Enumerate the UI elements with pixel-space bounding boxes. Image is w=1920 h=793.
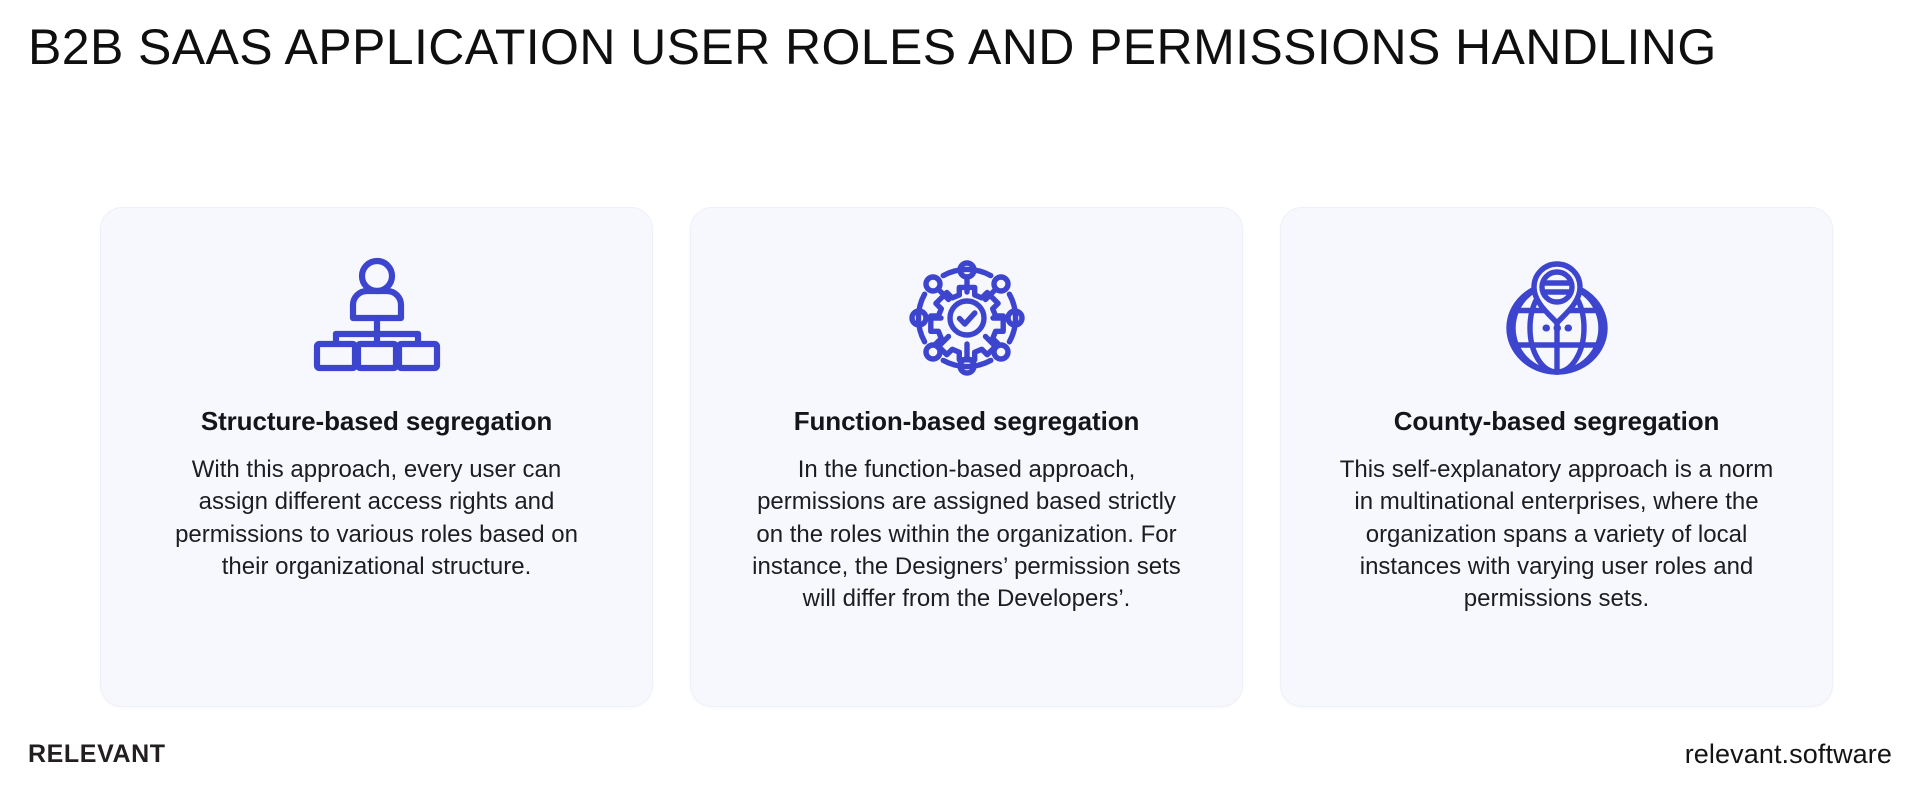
card-title: County-based segregation	[1393, 406, 1720, 436]
card-body: In the function-based approach, permissi…	[752, 456, 1181, 612]
card-title: Structure-based segregation	[200, 406, 553, 436]
card-body: This self-explanatory approach is a norm…	[1339, 456, 1774, 612]
relevant-logo: RELEVANT	[28, 740, 166, 768]
card-structure-based[interactable]: Structure-based segregation With this ap…	[100, 207, 653, 707]
gear-network-check-icon	[901, 252, 1033, 384]
page-title: B2B SAAS APPLICATION USER ROLES AND PERM…	[28, 19, 1717, 75]
org-chart-icon	[311, 252, 443, 384]
card-county-based[interactable]: County-based segregation This self-expla…	[1280, 207, 1833, 707]
card-function-based[interactable]: Function-based segregation In the functi…	[690, 207, 1243, 707]
card-body: With this approach, every user can assig…	[175, 456, 578, 580]
card-title: Function-based segregation	[793, 406, 1140, 436]
cards-row: Structure-based segregation With this ap…	[100, 207, 1833, 707]
globe-location-pin-icon	[1491, 252, 1623, 384]
footer-website-url[interactable]: relevant.software	[1684, 739, 1892, 769]
